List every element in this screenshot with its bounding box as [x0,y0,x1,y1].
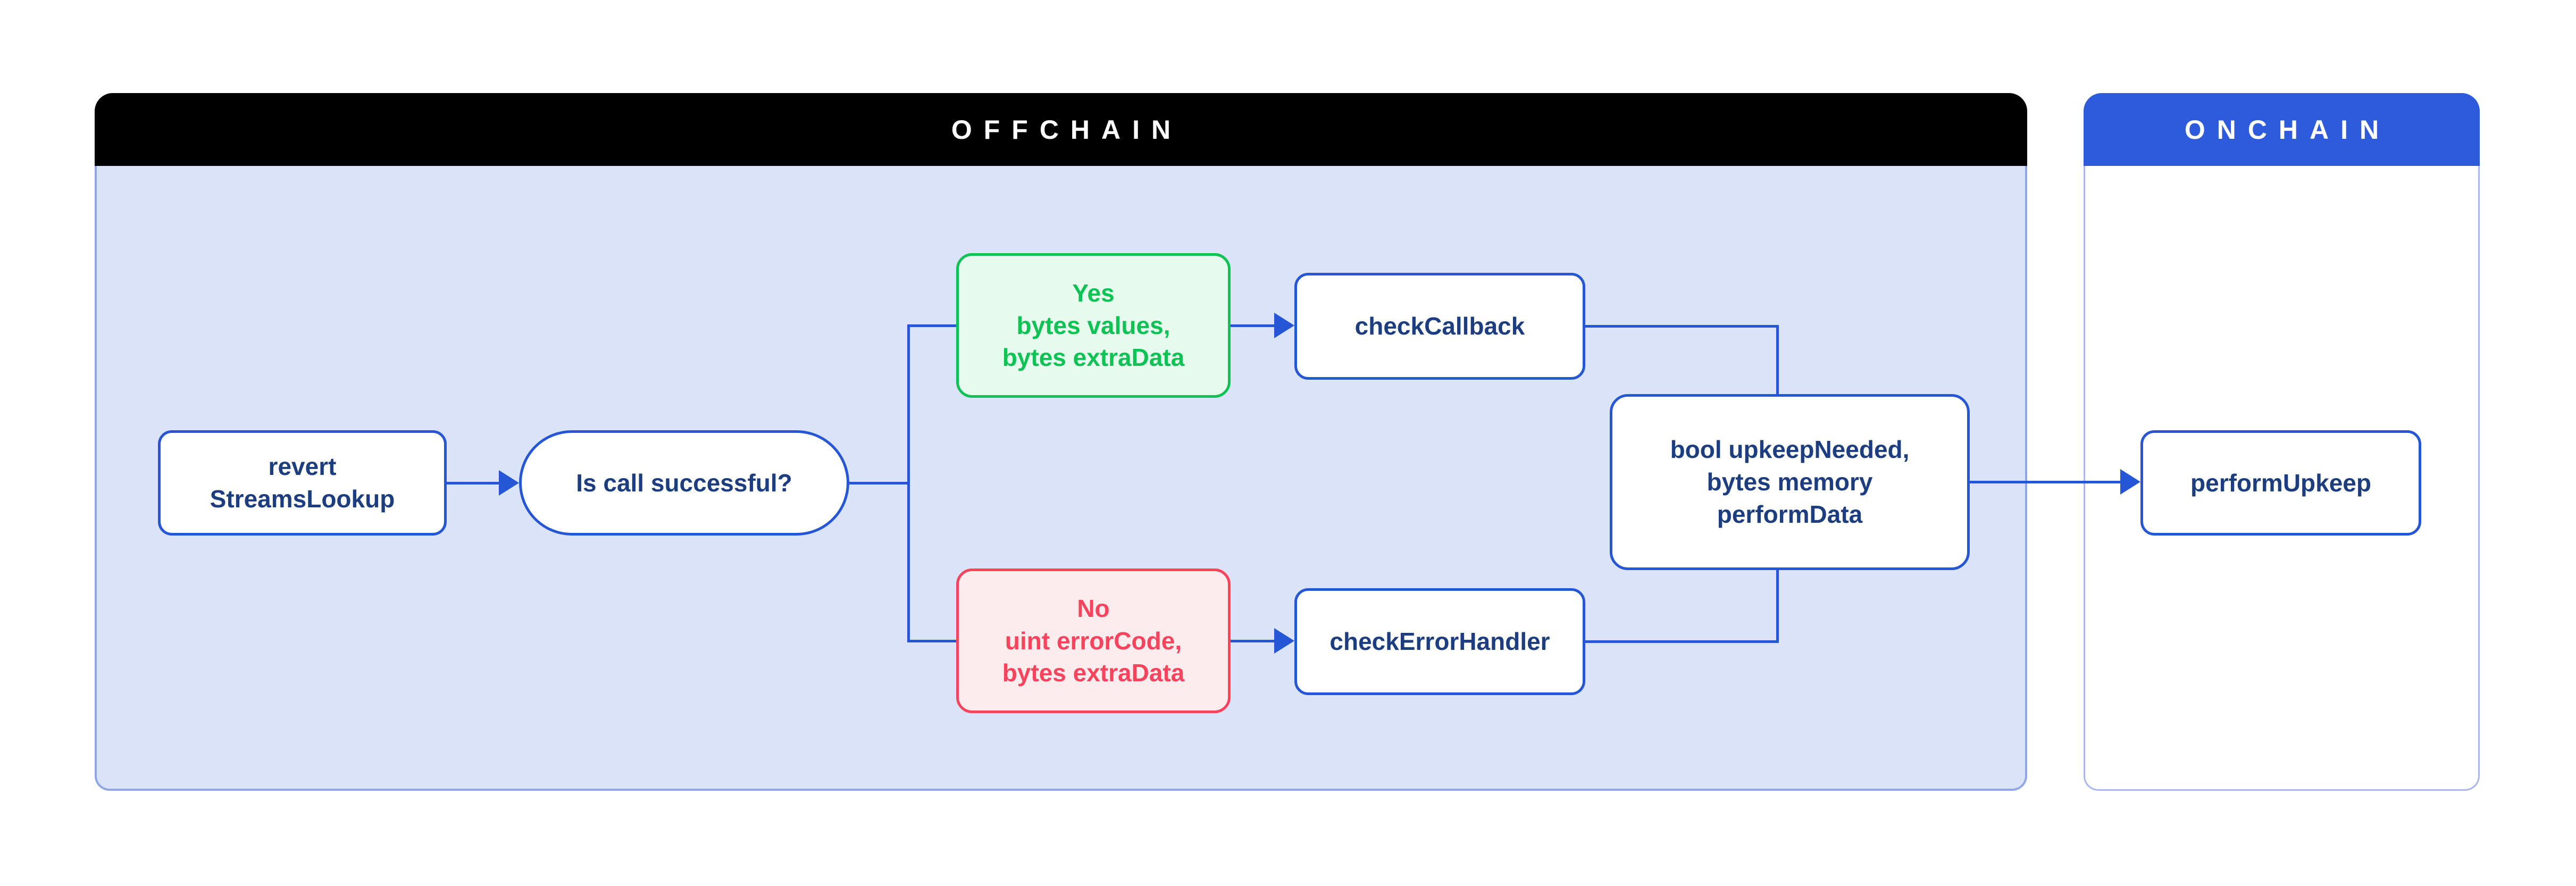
connector-decision-to-branch [849,482,908,484]
node-upkeep-result-label: bool upkeepNeeded, bytes memory performD… [1670,436,1910,528]
connector-yes-to-checkcallback [1231,324,1274,327]
node-is-call-successful-label: Is call successful? [576,469,792,497]
arrowhead-into-checkcallback [1274,313,1294,338]
node-checkerrorhandler-label: checkErrorHandler [1329,628,1550,656]
onchain-title: ONCHAIN [2184,114,2391,145]
connector-branch-to-no [908,640,956,642]
connector-no-to-checkerrorhandler [1231,640,1274,642]
arrowhead-into-checkerrorhandler [1274,628,1294,654]
onchain-header: ONCHAIN [2084,93,2480,166]
connector-checkerrorhandler-up [1776,568,1779,643]
connector-branch-vertical [907,324,910,642]
connector-branch-to-yes [908,324,956,327]
node-no-branch-label: No uint errorCode, bytes extraData [1002,594,1185,687]
offchain-header: OFFCHAIN [95,93,2027,166]
node-upkeep-result: bool upkeepNeeded, bytes memory performD… [1610,394,1970,570]
node-yes-branch: Yes bytes values, bytes extraData [956,253,1231,398]
node-revert-streamslookup-label: revert StreamsLookup [210,453,395,513]
node-checkcallback-label: checkCallback [1354,312,1525,340]
connector-revert-to-decision [447,482,499,484]
node-yes-branch-label: Yes bytes values, bytes extraData [1002,279,1185,372]
connector-checkcallback-out [1585,325,1779,328]
node-revert-streamslookup: revert StreamsLookup [158,430,447,536]
node-performupkeep: performUpkeep [2140,430,2421,536]
node-is-call-successful: Is call successful? [519,430,849,536]
connector-checkcallback-down [1776,325,1779,396]
node-performupkeep-label: performUpkeep [2190,469,2371,497]
node-no-branch: No uint errorCode, bytes extraData [956,569,1231,713]
arrowhead-into-decision [499,470,519,496]
offchain-title: OFFCHAIN [951,114,1183,145]
node-checkerrorhandler: checkErrorHandler [1294,588,1585,695]
connector-result-to-performupkeep [1970,481,2120,483]
arrowhead-into-performupkeep [2120,469,2140,495]
node-checkcallback: checkCallback [1294,273,1585,380]
connector-checkerrorhandler-out [1585,640,1779,643]
